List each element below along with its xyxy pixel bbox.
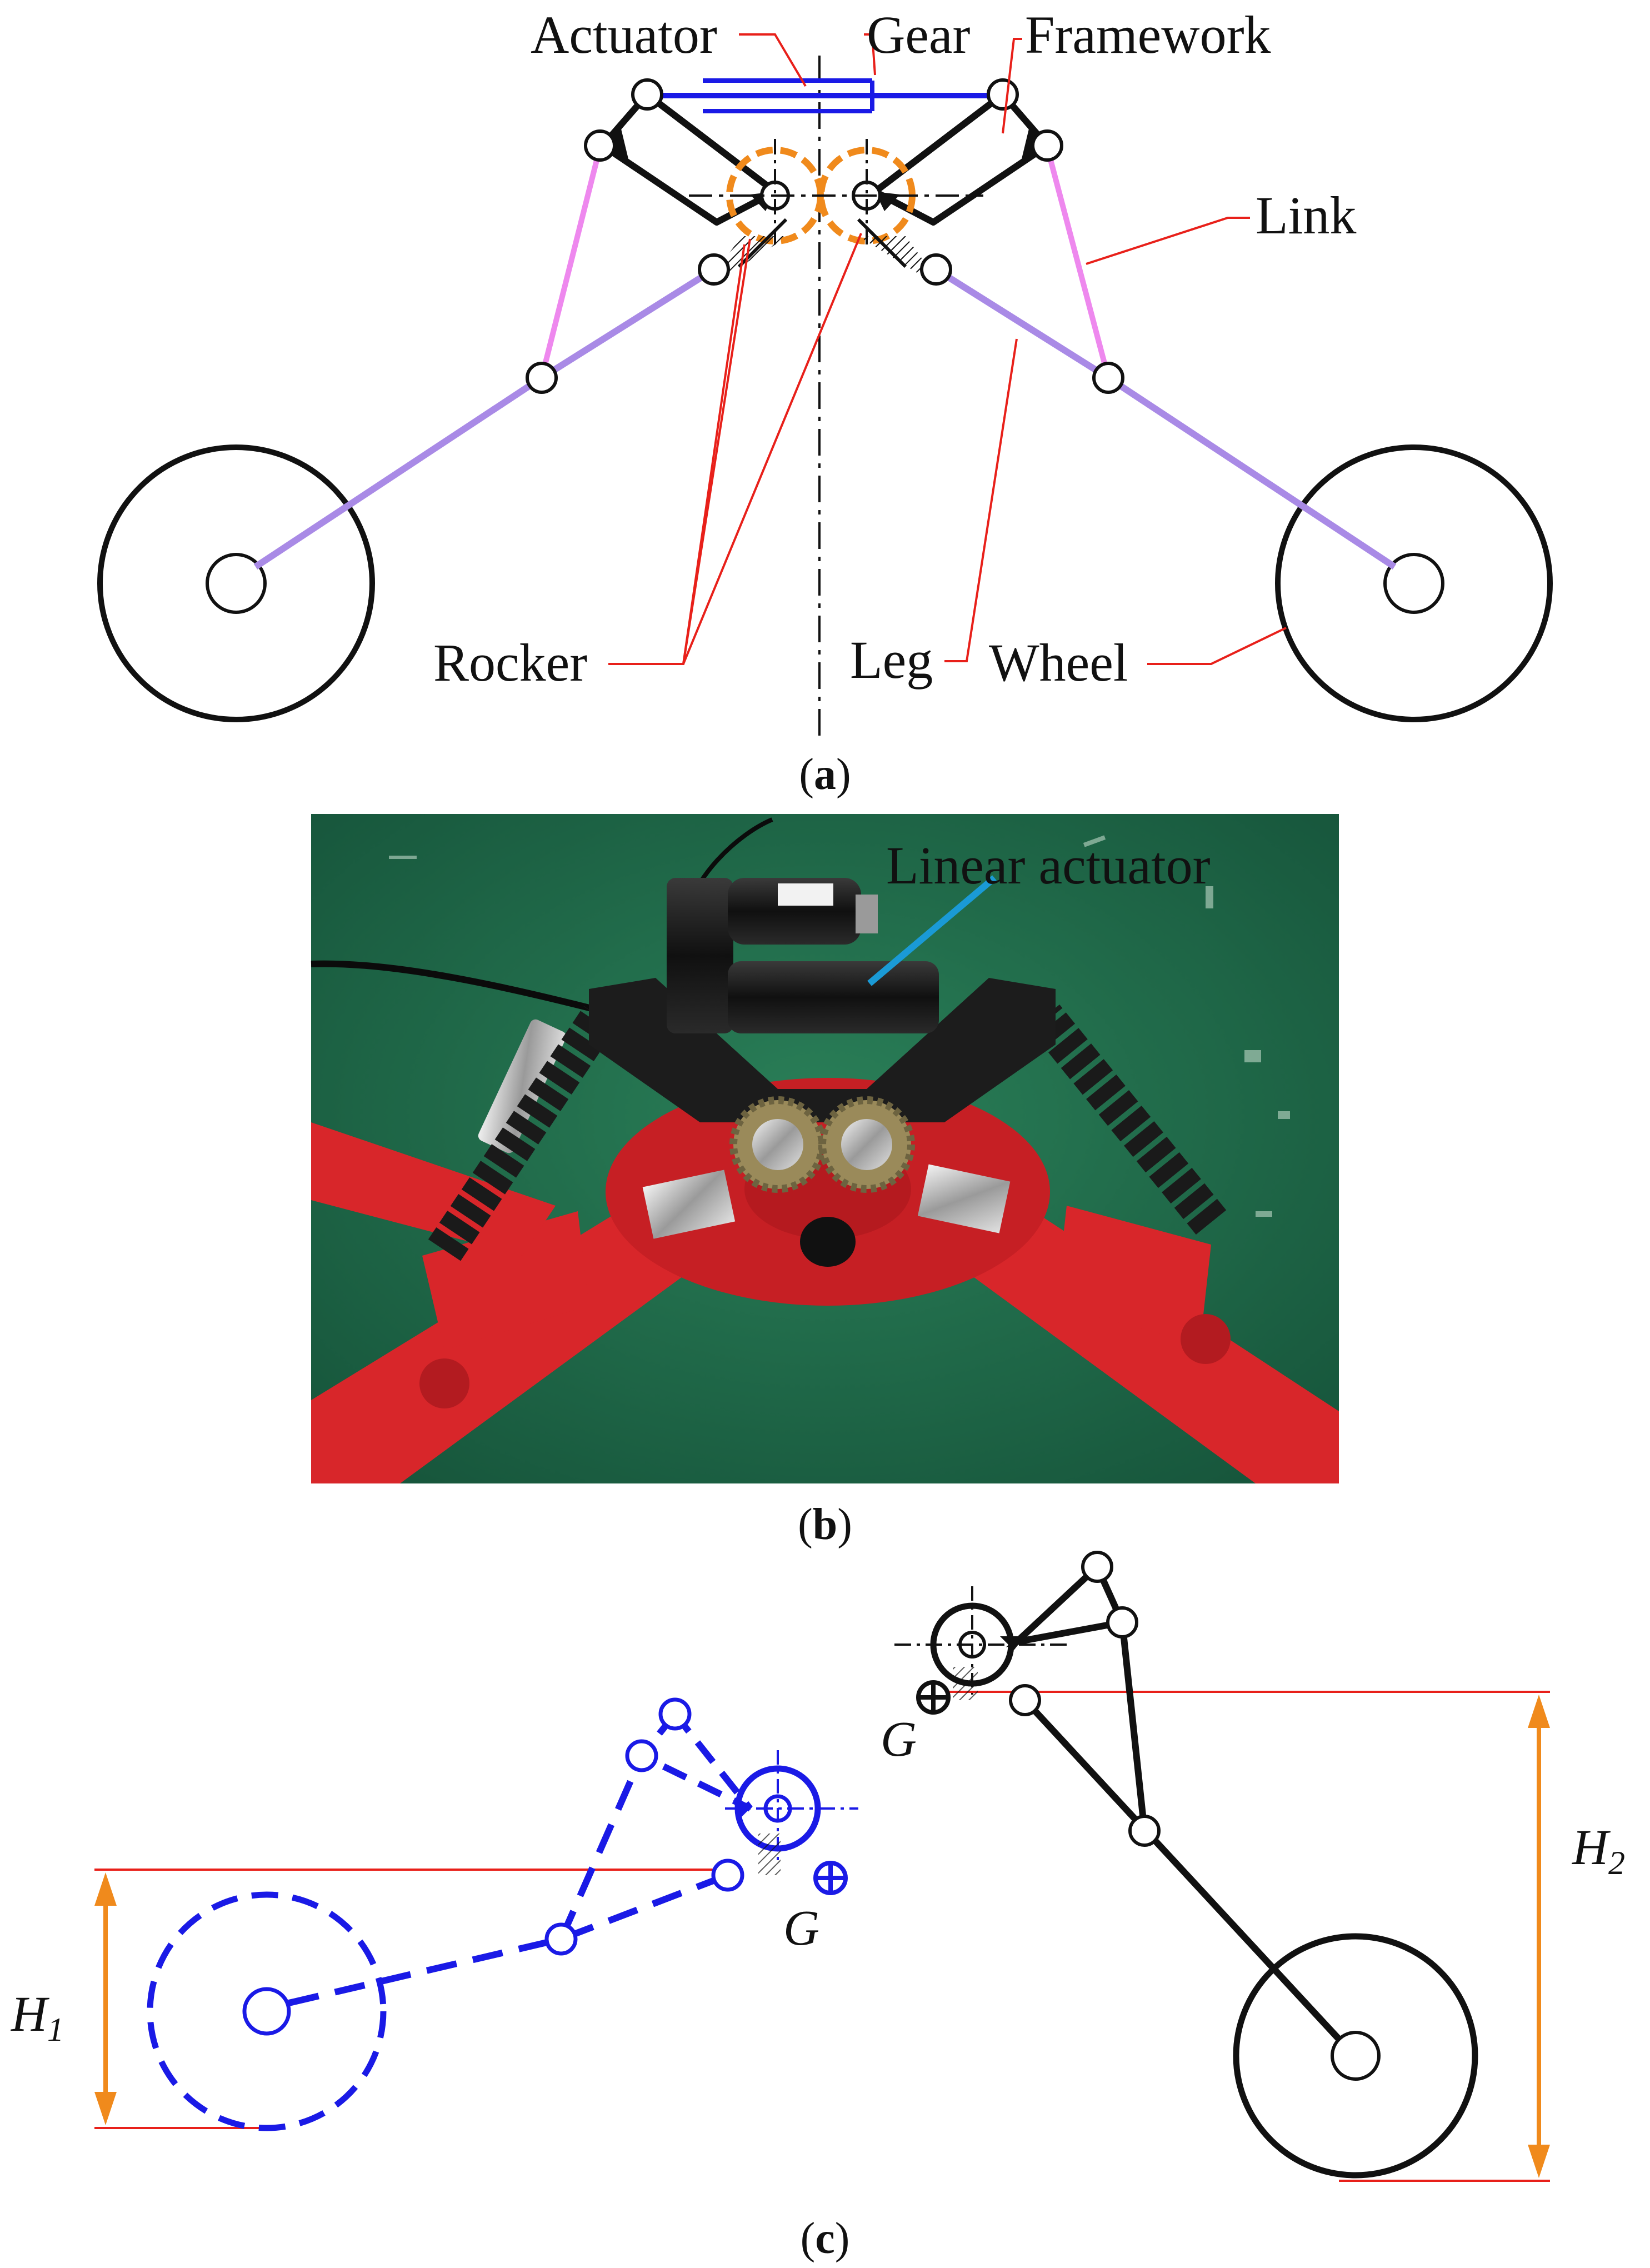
label-framework: Framework xyxy=(1025,5,1271,64)
label-gear: Gear xyxy=(867,5,971,64)
label-wheel: Wheel xyxy=(989,633,1128,692)
h2-arrow xyxy=(1528,1695,1550,2178)
photo-pointer-line xyxy=(867,875,997,986)
label-h1: H1 xyxy=(11,1987,64,2048)
photo-spring-right xyxy=(1029,1004,1227,1235)
label-link: Link xyxy=(1256,186,1356,245)
center-of-gravity-lowered xyxy=(813,1861,848,1895)
leg-left xyxy=(253,266,716,570)
panel-a-schematic: Actuator Gear Framework Link Rocker Leg … xyxy=(97,5,1553,799)
label-leg: Leg xyxy=(850,630,933,690)
photo-spring-left xyxy=(428,1006,617,1261)
wheel-right xyxy=(1275,444,1553,722)
label-actuator: Actuator xyxy=(531,5,717,64)
wheel-lowered xyxy=(147,1891,387,2131)
link-right xyxy=(1044,146,1111,379)
ground-hatch-right xyxy=(857,218,936,278)
label-g-raised: G xyxy=(881,1712,917,1767)
caption-a: (a) xyxy=(799,750,851,799)
panel-c-height-comparison: H1 H2 xyxy=(11,1551,1625,2263)
label-rocker: Rocker xyxy=(433,633,587,692)
rocker-right xyxy=(872,91,1051,226)
caption-b: (b) xyxy=(798,1500,852,1549)
mechanism-lowered-blue xyxy=(147,1697,858,2131)
label-linear-actuator: Linear actuator xyxy=(886,836,1211,895)
wheel-raised xyxy=(1233,1933,1478,2179)
label-h2: H2 xyxy=(1572,1820,1625,1881)
mechanism-raised-black xyxy=(894,1551,1478,2179)
wheel-left xyxy=(97,444,375,722)
panel-b-photo: Linear actuator (b) xyxy=(311,814,1339,1549)
center-of-gravity-raised xyxy=(916,1680,951,1715)
caption-c: (c) xyxy=(801,2214,850,2263)
link-left xyxy=(539,146,603,379)
label-g-lowered: G xyxy=(783,1901,819,1956)
actuator-body xyxy=(650,78,997,113)
photo-shafts xyxy=(642,1164,1011,1239)
photo-gears xyxy=(729,1096,915,1193)
photo-rocker-plate xyxy=(589,978,1056,1122)
photo-linear-actuator xyxy=(667,878,939,1033)
h1-arrow xyxy=(94,1872,117,2125)
